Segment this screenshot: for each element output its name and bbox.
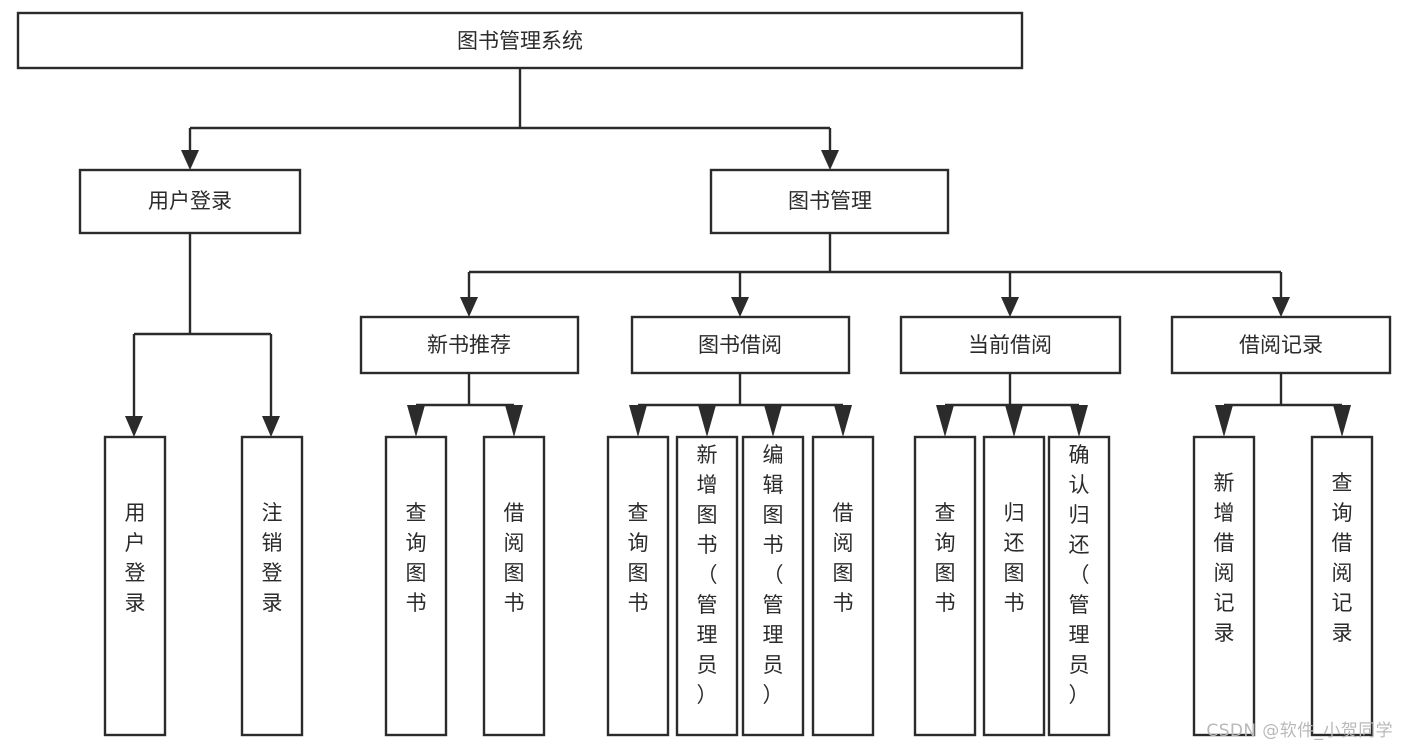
node-root-label: 图书管理系统 (457, 29, 583, 53)
arrow-leaf-logout (262, 416, 280, 437)
node-leaf-query-book-3[interactable]: 查询图书 (913, 435, 977, 737)
node-book-manage[interactable]: 图书管理 (709, 168, 950, 235)
arrow-leaf-add-book (698, 405, 716, 437)
node-leaf-user-login-rect[interactable] (103, 435, 167, 737)
node-current-borrow-rect[interactable] (899, 315, 1122, 375)
arrow-to-user-login (181, 150, 199, 170)
arrow-leaf-confirm-return (1070, 405, 1088, 437)
node-leaf-return-book-label: 归还图书 (1004, 501, 1025, 615)
node-leaf-query-book-2-label: 查询图书 (628, 501, 649, 615)
arrow-to-book-manage (821, 150, 839, 170)
arrow-leaf-add-record (1215, 405, 1233, 437)
node-leaf-borrow-book-2-label: 借阅图书 (833, 501, 854, 615)
node-current-borrow[interactable]: 当前借阅 (899, 315, 1122, 375)
node-leaf-borrow-book-2-rect[interactable] (811, 435, 875, 737)
node-leaf-confirm-return[interactable]: 确认归还（管理员） (1047, 435, 1111, 737)
node-leaf-edit-book-label: 编辑图书（管理员） (763, 443, 784, 707)
arrow-leaf-return-book (1005, 405, 1023, 437)
node-leaf-query-book-3-label: 查询图书 (935, 501, 956, 615)
node-leaf-add-record[interactable]: 新增借阅记录 (1192, 435, 1256, 737)
node-leaf-user-login-label: 用户登录 (125, 501, 146, 615)
node-leaf-query-record-rect[interactable] (1310, 435, 1374, 737)
node-leaf-add-record-rect[interactable] (1192, 435, 1256, 737)
arrow-leaf-borrow-book-2 (834, 405, 852, 437)
node-book-manage-rect[interactable] (709, 168, 950, 235)
node-leaf-add-book-rect[interactable] (675, 435, 739, 737)
watermark: CSDN @软件_小贺同学 (1206, 721, 1393, 741)
arrow-to-book-borrow (731, 297, 749, 317)
node-leaf-edit-book-rect[interactable] (741, 435, 805, 737)
node-leaf-query-record-label: 查询借阅记录 (1332, 471, 1353, 645)
node-user-login[interactable]: 用户登录 (78, 168, 302, 235)
node-leaf-return-book[interactable]: 归还图书 (982, 435, 1046, 737)
node-borrow-record[interactable]: 借阅记录 (1170, 315, 1392, 375)
node-leaf-borrow-book-1-rect[interactable] (482, 435, 546, 737)
node-book-borrow-rect[interactable] (630, 315, 851, 375)
node-new-book-rec-label: 新书推荐 (427, 333, 511, 357)
node-book-manage-label: 图书管理 (788, 189, 872, 213)
node-leaf-query-book-2-rect[interactable] (606, 435, 670, 737)
arrow-leaf-query-book-3 (936, 405, 954, 437)
node-leaf-edit-book[interactable]: 编辑图书（管理员） (741, 435, 805, 737)
node-leaf-return-book-rect[interactable] (982, 435, 1046, 737)
node-leaf-add-record-label: 新增借阅记录 (1214, 471, 1235, 645)
node-leaf-add-book-label: 新增图书（管理员） (697, 443, 718, 707)
arrow-leaf-edit-book (764, 405, 782, 437)
node-leaf-query-book-1[interactable]: 查询图书 (384, 435, 448, 737)
node-current-borrow-label: 当前借阅 (968, 333, 1052, 357)
node-leaf-query-book-1-label: 查询图书 (406, 501, 427, 615)
node-borrow-record-label: 借阅记录 (1239, 333, 1323, 357)
arrow-to-new-book-rec (460, 297, 478, 317)
arrow-leaf-query-book-2 (629, 405, 647, 437)
node-leaf-add-book[interactable]: 新增图书（管理员） (675, 435, 739, 737)
node-leaf-borrow-book-1-label: 借阅图书 (504, 501, 525, 615)
node-leaf-borrow-book-2[interactable]: 借阅图书 (811, 435, 875, 737)
node-leaf-borrow-book-1[interactable]: 借阅图书 (482, 435, 546, 737)
node-leaf-query-book-3-rect[interactable] (913, 435, 977, 737)
arrow-leaf-borrow-book-1 (505, 405, 523, 437)
arrow-to-borrow-record (1272, 297, 1290, 317)
node-leaf-user-login[interactable]: 用户登录 (103, 435, 167, 737)
arrow-leaf-query-book-1 (407, 405, 425, 437)
arrow-leaf-query-record (1333, 405, 1351, 437)
arrow-to-current-borrow (1001, 297, 1019, 317)
node-book-borrow[interactable]: 图书借阅 (630, 315, 851, 375)
arrow-leaf-user-login (125, 416, 143, 437)
node-leaf-query-record[interactable]: 查询借阅记录 (1310, 435, 1374, 737)
node-leaf-confirm-return-label: 确认归还（管理员） (1069, 443, 1090, 707)
node-leaf-logout-rect[interactable] (240, 435, 304, 737)
node-root-rect[interactable] (16, 11, 1024, 70)
node-book-borrow-label: 图书借阅 (698, 333, 782, 357)
node-root[interactable]: 图书管理系统 (16, 11, 1024, 70)
node-new-book-rec[interactable]: 新书推荐 (359, 315, 580, 375)
node-leaf-query-book-2[interactable]: 查询图书 (606, 435, 670, 737)
node-user-login-label: 用户登录 (148, 189, 232, 213)
connector-layer (125, 68, 1351, 437)
node-leaf-confirm-return-rect[interactable] (1047, 435, 1111, 737)
node-user-login-rect[interactable] (78, 168, 302, 235)
node-borrow-record-rect[interactable] (1170, 315, 1392, 375)
node-leaf-logout-label: 注销登录 (262, 501, 283, 615)
node-new-book-rec-rect[interactable] (359, 315, 580, 375)
node-leaf-query-book-1-rect[interactable] (384, 435, 448, 737)
node-leaf-logout[interactable]: 注销登录 (240, 435, 304, 737)
